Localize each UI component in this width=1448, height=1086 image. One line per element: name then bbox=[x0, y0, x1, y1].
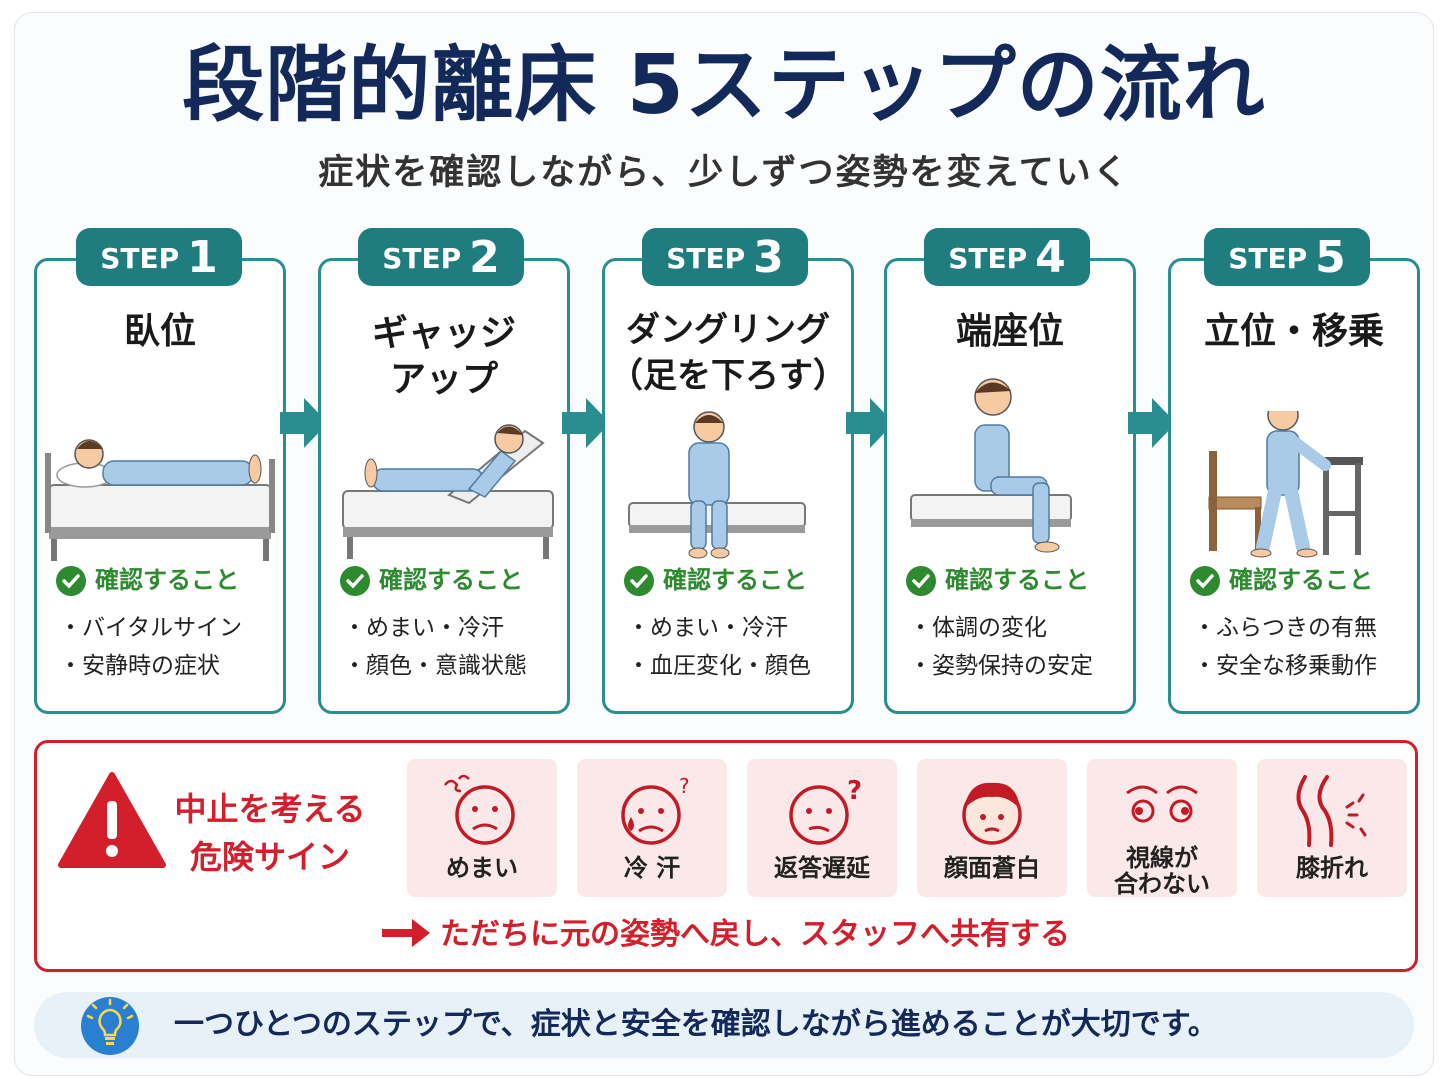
arrow-right-icon bbox=[562, 398, 610, 448]
dangling-patient-illustration bbox=[628, 411, 806, 559]
knee-buckle-icon bbox=[1296, 775, 1367, 847]
pale-face-icon bbox=[962, 782, 1022, 845]
danger-sign-label: 冷 汗 bbox=[623, 854, 681, 882]
arrow-right-icon bbox=[280, 398, 328, 448]
standing-transfer-illustration bbox=[1208, 411, 1363, 558]
check-item: 安全な移乗動作 bbox=[1193, 651, 1377, 681]
danger-sign-label: めまい bbox=[446, 854, 518, 882]
check-label: 確認すること bbox=[55, 563, 239, 597]
sweat-face-icon: ? bbox=[621, 774, 690, 845]
check-label: 確認すること bbox=[339, 563, 523, 597]
danger-sign-delayed-response: ? 返答遅延 bbox=[747, 759, 897, 897]
check-item: めまい・冷汗 bbox=[343, 613, 504, 643]
step-card-2: ギャッジ アップ 確認すること めまい・冷汗 顔色・意識状態 bbox=[318, 258, 570, 714]
step-title: ダングリング （足を下ろす） bbox=[609, 310, 847, 396]
step-card-3: ダングリング （足を下ろす） 確認すること めまい・冷汗 血圧変化・顔色 bbox=[602, 258, 854, 714]
check-item: バイタルサイン bbox=[59, 613, 242, 643]
check-item: 血圧変化・顔色 bbox=[627, 651, 811, 681]
checkmark-icon bbox=[624, 566, 654, 596]
danger-sign-cold-sweat: ? 冷 汗 bbox=[577, 759, 727, 897]
danger-sign-label: 顔面蒼白 bbox=[944, 854, 1040, 882]
checkmark-icon bbox=[340, 566, 370, 596]
step-card-4: 端座位 確認すること 体調の変化 姿勢保持の安定 bbox=[884, 258, 1136, 714]
danger-title: 中止を考える危険サイン bbox=[174, 790, 366, 876]
warning-triangle-icon bbox=[58, 772, 166, 868]
check-item: めまい・冷汗 bbox=[627, 613, 788, 643]
check-item: 顔色・意識状態 bbox=[343, 651, 527, 681]
dizzy-face-icon bbox=[444, 774, 515, 845]
step-title: ギャッジ アップ bbox=[371, 313, 516, 400]
check-label: 確認すること bbox=[905, 563, 1089, 597]
check-item: ふらつきの有無 bbox=[1193, 613, 1377, 643]
danger-sign-label: 膝折れ bbox=[1296, 854, 1368, 882]
arrow-right-icon bbox=[382, 919, 430, 947]
svg-text:?: ? bbox=[679, 774, 690, 798]
check-item: 姿勢保持の安定 bbox=[909, 651, 1093, 681]
checkmark-icon bbox=[906, 566, 936, 596]
step-card-5: 立位・移乗 確認すること ふらつきの有無 安全な移乗動作 bbox=[1168, 258, 1420, 714]
danger-sign-pale-face: 顔面蒼白 bbox=[917, 759, 1067, 897]
check-label: 確認すること bbox=[1189, 563, 1373, 597]
footer-text: 一つひとつのステップで、症状と安全を確認しながら進めることが大切です。 bbox=[174, 1007, 1218, 1042]
eyes-icon bbox=[1126, 785, 1198, 823]
head-raised-patient-illustration bbox=[342, 424, 554, 559]
arrow-right-icon bbox=[846, 398, 894, 448]
danger-sign-dizziness: めまい bbox=[407, 759, 557, 897]
danger-sign-knee-buckling: 膝折れ bbox=[1257, 759, 1407, 897]
footer-note: 一つひとつのステップで、症状と安全を確認しながら進めることが大切です。 bbox=[34, 992, 1414, 1058]
svg-text:?: ? bbox=[847, 776, 862, 806]
danger-action-text: ただちに元の姿勢へ戻し、スタッフへ共有する bbox=[37, 913, 1415, 957]
check-item: 体調の変化 bbox=[909, 613, 1047, 643]
patient-head-icon bbox=[974, 378, 1012, 416]
confused-face-icon: ? bbox=[789, 776, 862, 845]
lying-patient-illustration bbox=[45, 439, 275, 561]
page-subtitle: 症状を確認しながら、少しずつ姿勢を変えていく bbox=[318, 153, 1130, 193]
page-title: 段階的離床 5ステップの流れ bbox=[182, 38, 1266, 133]
danger-signs-panel: 中止を考える危険サイン めまい ? 冷 汗 ? 返答遅延 bbox=[34, 740, 1418, 972]
danger-sign-gaze-mismatch: 視線が 合わない bbox=[1087, 759, 1237, 897]
step-title: 立位・移乗 bbox=[1203, 311, 1384, 352]
danger-sign-label: 返答遅延 bbox=[774, 854, 870, 882]
check-label: 確認すること bbox=[623, 563, 807, 597]
danger-sign-label: 視線が 合わない bbox=[1114, 844, 1210, 898]
step-title: 臥位 bbox=[123, 311, 196, 352]
checkmark-icon bbox=[56, 566, 86, 596]
checkmark-icon bbox=[1190, 566, 1220, 596]
check-item: 安静時の症状 bbox=[59, 651, 220, 681]
step-title: 端座位 bbox=[955, 311, 1064, 352]
lightbulb-icon bbox=[81, 997, 139, 1055]
sitting-patient-illustration bbox=[910, 411, 1072, 553]
step-card-1: 臥位 確認すること バイタルサイン 安静時の症状 bbox=[34, 258, 286, 714]
arrow-right-icon bbox=[1128, 398, 1176, 448]
